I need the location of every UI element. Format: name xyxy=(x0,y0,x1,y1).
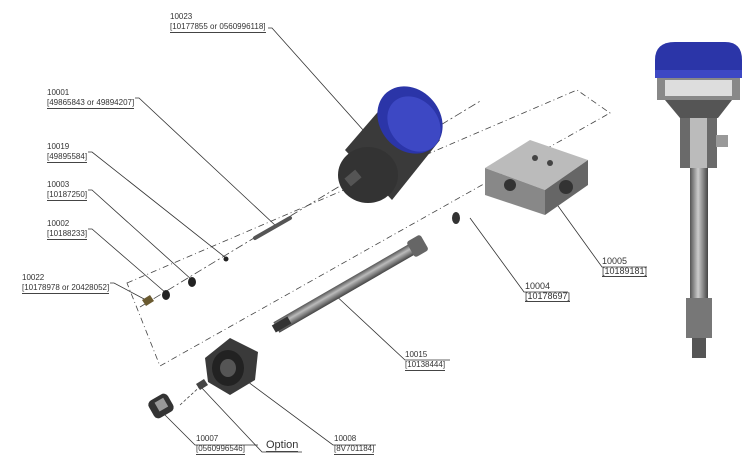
callout-id: 10005 xyxy=(602,256,628,266)
callout-part-number: [8V701184] xyxy=(334,444,375,455)
callout-part-number: [10189181] xyxy=(602,266,648,277)
callout-id: 10015 xyxy=(405,350,428,359)
part-10004-seal xyxy=(452,212,460,224)
callout-id: 10001 xyxy=(47,88,70,97)
callout-10007: 10007[0560996546] xyxy=(196,434,245,455)
part-10008-nut xyxy=(205,338,258,395)
callout-id: 10003 xyxy=(47,180,70,189)
callout-part-number: [10188233] xyxy=(47,229,88,240)
callout-id: 10023 xyxy=(170,12,193,21)
part-10023-cap xyxy=(338,86,443,203)
center-axis xyxy=(139,99,483,308)
callout-10015: 10015[10138444] xyxy=(405,350,446,371)
callout-10002: 10002[10188233] xyxy=(47,219,88,240)
callout-10004: 10004[10178697] xyxy=(525,281,571,302)
callout-id: 10008 xyxy=(334,434,357,443)
callout-10022: 10022[10178978 or 20428052] xyxy=(22,273,110,294)
part-10015-rod xyxy=(271,235,428,333)
callout-10001: 10001[49865843 or 49894207] xyxy=(47,88,135,109)
part-10022 xyxy=(142,295,154,306)
callout-option: Option xyxy=(266,439,299,452)
callout-id: 10002 xyxy=(47,219,70,228)
callout-part-number: [10187250] xyxy=(47,190,88,201)
callout-id: 10019 xyxy=(47,142,70,151)
callout-10023: 10023[10177855 or 0560996118] xyxy=(170,12,266,33)
part-10002 xyxy=(162,290,170,300)
callout-part-number: [0560996546] xyxy=(196,444,245,455)
callout-10005: 10005[10189181] xyxy=(602,256,648,277)
leader-lines xyxy=(88,27,647,453)
callout-part-number: [49895584] xyxy=(47,152,88,163)
part-10003 xyxy=(188,277,196,287)
callout-id: 10007 xyxy=(196,434,219,443)
callout-10003: 10003[10187250] xyxy=(47,180,88,201)
callout-id: 10004 xyxy=(525,281,551,291)
callout-id: 10022 xyxy=(22,273,45,282)
part-10007-nut xyxy=(148,393,174,419)
part-10005-block xyxy=(485,140,588,215)
part-10001-pin xyxy=(253,216,292,240)
option-fitting xyxy=(196,379,208,390)
callout-part-number: [10178697] xyxy=(525,291,571,302)
callout-part-number: [10177855 or 0560996118] xyxy=(170,22,266,33)
part-10019 xyxy=(223,256,229,262)
callout-10019: 10019[49895584] xyxy=(47,142,88,163)
callout-part-number: [10138444] xyxy=(405,360,446,371)
section-view xyxy=(655,42,742,358)
option-label: Option xyxy=(266,439,299,452)
callout-part-number: [49865843 or 49894207] xyxy=(47,98,135,109)
callout-10008: 10008[8V701184] xyxy=(334,434,375,455)
callout-part-number: [10178978 or 20428052] xyxy=(22,283,110,294)
